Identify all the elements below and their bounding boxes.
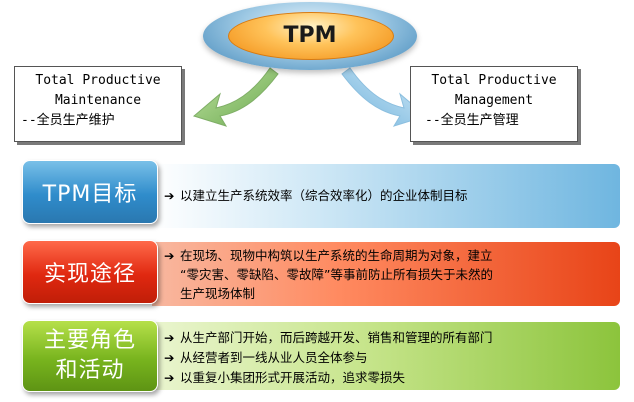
arrow-bullet-icon: ➔ [164, 188, 175, 203]
maintenance-line-1: Total Productive [35, 73, 161, 88]
maintenance-line-2: Maintenance [54, 93, 142, 108]
arrow-bullet-icon: ➔ [164, 248, 175, 263]
maintenance-line-3: --全员生产维护 [21, 113, 115, 128]
list-item: ➔在现场、现物中构筑以生产系统的生命周期为对象，建立 [164, 248, 493, 263]
management-line-1: Total Productive [431, 73, 557, 88]
management-line-2: Management [454, 93, 534, 108]
list-item: ➔以建立生产系统效率（综合效率化）的企业体制目标 [164, 188, 468, 203]
roles-label-line-2: 和活动 [55, 358, 125, 383]
approach-label: 实现途径 [43, 262, 136, 287]
management-definition-box: Total Productive Management --全员生产管理 [410, 66, 578, 142]
goal-label: TPM目标 [42, 182, 138, 207]
arrow-bullet-icon: ➔ [164, 370, 175, 385]
tpm-ellipse-inner [228, 12, 394, 60]
tpm-title: TPM [283, 22, 337, 48]
list-item-continuation: “零灾害、零缺陷、零故障”等事前防止所有损失于未然的 [180, 267, 493, 282]
list-item: ➔从经营者到一线从业人员全体参与 [164, 350, 368, 365]
roles-label-tile: 主要角色 和活动 [22, 320, 158, 392]
maintenance-definition-box: Total Productive Maintenance --全员生产维护 [14, 66, 182, 142]
goal-label-tile: TPM目标 [22, 160, 158, 224]
goal-content-bar: ➔以建立生产系统效率（综合效率化）的企业体制目标 [152, 164, 620, 228]
arrow-bullet-icon: ➔ [164, 330, 175, 345]
curved-arrow-left-icon [192, 67, 279, 127]
list-item: ➔以重复小集团形式开展活动，追求零损失 [164, 370, 406, 385]
roles-label-line-1: 主要角色 [43, 328, 136, 353]
list-item-continuation: 生产现场体制 [180, 286, 256, 301]
arrow-bullet-icon: ➔ [164, 350, 175, 365]
management-line-3: --全员生产管理 [425, 113, 519, 128]
list-item: ➔从生产部门开始，而后跨越开发、销售和管理的所有部门 [164, 330, 493, 345]
approach-label-tile: 实现途径 [22, 240, 158, 304]
roles-content-bar: ➔从生产部门开始，而后跨越开发、销售和管理的所有部门 ➔从经营者到一线从业人员全… [152, 322, 620, 390]
approach-content-bar: ➔在现场、现物中构筑以生产系统的生命周期为对象，建立 “零灾害、零缺陷、零故障”… [152, 242, 620, 306]
